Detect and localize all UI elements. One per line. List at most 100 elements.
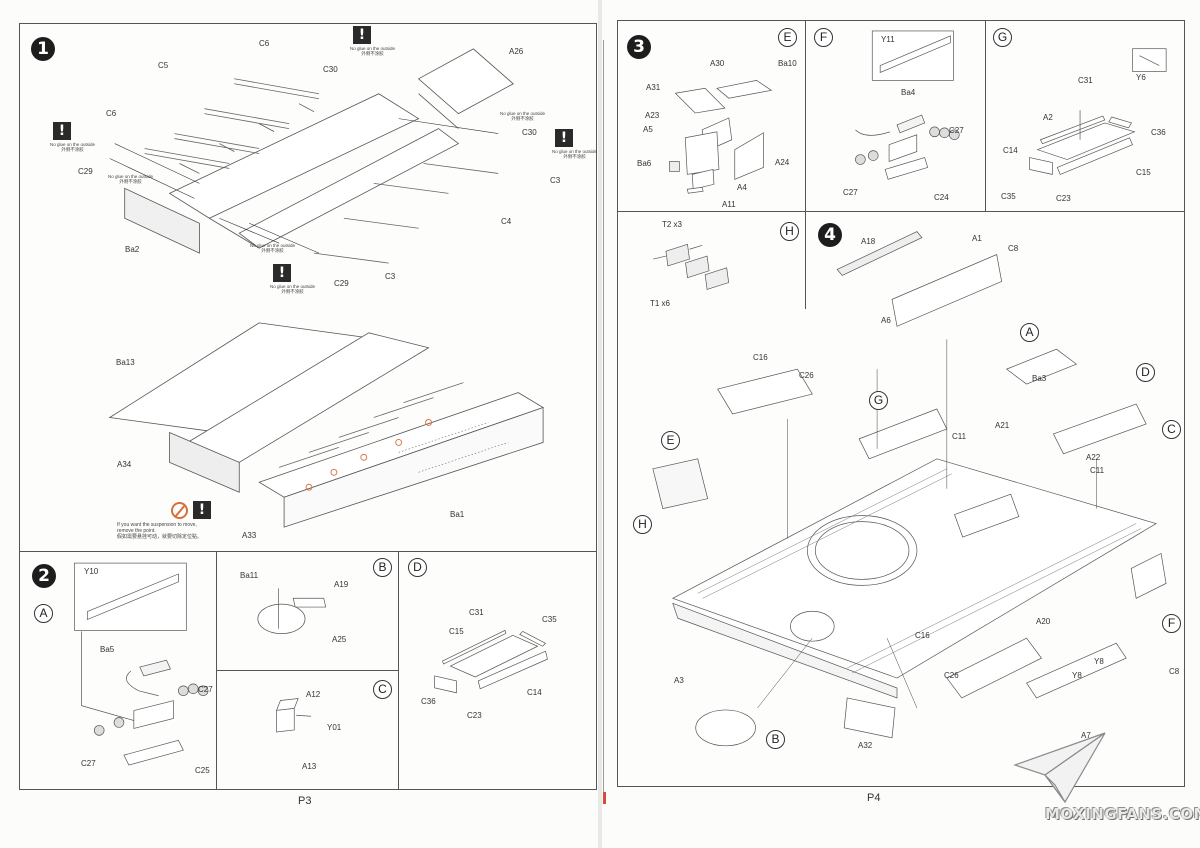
note-text-cn: 外侧不涂胶 [281,289,304,295]
part-label: A31 [646,83,661,92]
page-number: P4 [867,792,881,804]
part-label: C11 [952,432,967,441]
warning-icon: ! [273,264,291,282]
engine-assembly-drawing [74,562,209,766]
part-label: A26 [509,47,524,56]
subassembly-e-marker: E [778,28,797,47]
step-1-badge: 1 [31,37,55,61]
track-h-drawing [653,243,730,290]
part-label: C31 [1078,76,1093,85]
warning-icon: ! [353,26,371,44]
part-label: A24 [775,158,790,167]
note-text: No glue on the outside [250,243,296,248]
part-label: A4 [737,183,747,192]
part-label: C27 [81,759,96,768]
part-label: C15 [449,627,464,636]
vision-block-c-drawing [276,698,311,733]
box-e-drawing [669,80,773,194]
subassembly-g-marker: G [993,28,1012,47]
part-label: A18 [861,237,876,246]
note-text-cn: 外侧不涂胶 [61,147,84,153]
note-text: No glue on the outside [270,284,316,289]
subassembly-b-marker: B [373,558,392,577]
part-label: Ba3 [1032,374,1047,383]
note-text-cn: 外侧不涂胶 [563,154,586,160]
note-text: No glue on the outside [552,149,598,154]
part-label: C5 [158,61,169,70]
part-label: C11 [1090,466,1105,475]
step1-panel: 1 C6 C5 C6 C29 Ba2 C30 A26 C30 C3 C4 C3 … [19,23,597,553]
part-label: A19 [334,580,349,589]
step2-d-panel: D C31 C15 C35 C36 C23 C14 [398,551,597,790]
part-label: A11 [722,200,736,209]
step-3-badge: 3 [627,35,651,59]
part-label: C4 [501,217,512,226]
paper-plane-logo-icon [1013,732,1106,804]
note-text: No glue on the outside [50,142,96,147]
subassembly-ref-a: A [1020,323,1039,342]
part-label: A21 [995,421,1010,430]
subassembly-d-marker: D [408,558,427,577]
part-label: Ba6 [637,159,652,168]
part-label: A3 [674,676,684,685]
part-label: Ba1 [450,510,465,519]
part-label: Ba5 [100,645,115,654]
part-label: C24 [934,193,949,202]
part-label: C3 [550,176,561,185]
watermark-text: MOXINGFANS.COM [1045,805,1200,823]
step2-c-panel: C A12 Y01 A13 [216,670,400,790]
subassembly-c-marker: C [373,680,392,699]
step3-f-panel: F Y11 Ba4 C27 C27 C24 [805,20,987,213]
part-label: C14 [1003,146,1018,155]
part-label: C26 [944,671,959,680]
part-label: C36 [421,697,436,706]
page-number: P3 [298,795,312,807]
part-label: C30 [522,128,537,137]
warning-icon: ! [193,501,211,519]
step1-suspension-drawing [108,48,545,528]
part-label: C29 [78,167,93,176]
subassembly-ref-e: E [661,431,680,450]
part-label: Ba11 [240,571,259,580]
note-text: No glue on the outside [108,174,154,179]
step-2-badge: 2 [32,564,56,588]
part-label: C23 [1056,194,1071,203]
part-label: T2 x3 [662,220,683,229]
part-label: T1 x6 [650,299,671,308]
part-label: A12 [306,690,321,699]
subassembly-ref-h: H [633,515,652,534]
spine-mark [603,792,606,804]
part-label: A7 [1081,731,1091,740]
subassembly-f-marker: F [814,28,833,47]
note-text-cn: 外侧不涂胶 [119,179,142,185]
step3-e-panel: 3 E A30 Ba10 A31 A23 A5 Ba6 A24 A4 A11 [617,20,807,213]
deck-d-drawing [434,629,548,694]
part-label: A23 [645,111,660,120]
subassembly-ref-b: B [766,730,785,749]
step-4-badge: 4 [818,223,842,247]
suspension-note: If you want the suspension to move, remo… [117,522,202,540]
part-label: C3 [385,272,396,281]
spine-crease [603,40,604,800]
part-label: C15 [1136,168,1151,177]
part-label: A6 [881,316,891,325]
part-label: C8 [1169,667,1180,676]
part-label: A30 [710,59,725,68]
part-label: C6 [106,109,117,118]
part-label: A32 [858,741,873,750]
part-label: C35 [1001,192,1016,201]
part-label: A13 [302,762,317,771]
subassembly-a-marker: A [34,604,53,623]
part-label: C8 [1008,244,1019,253]
part-label: C27 [198,685,213,694]
note-text: No glue on the outside [500,111,546,116]
note-text: If you want the suspension to move, [117,522,197,528]
part-label: C35 [542,615,557,624]
subassembly-ref-f: F [1162,614,1181,633]
step4-panel: 4 A18 A1 C8 A6 C16 C26 Ba3 A21 C11 A22 C… [617,223,1185,787]
